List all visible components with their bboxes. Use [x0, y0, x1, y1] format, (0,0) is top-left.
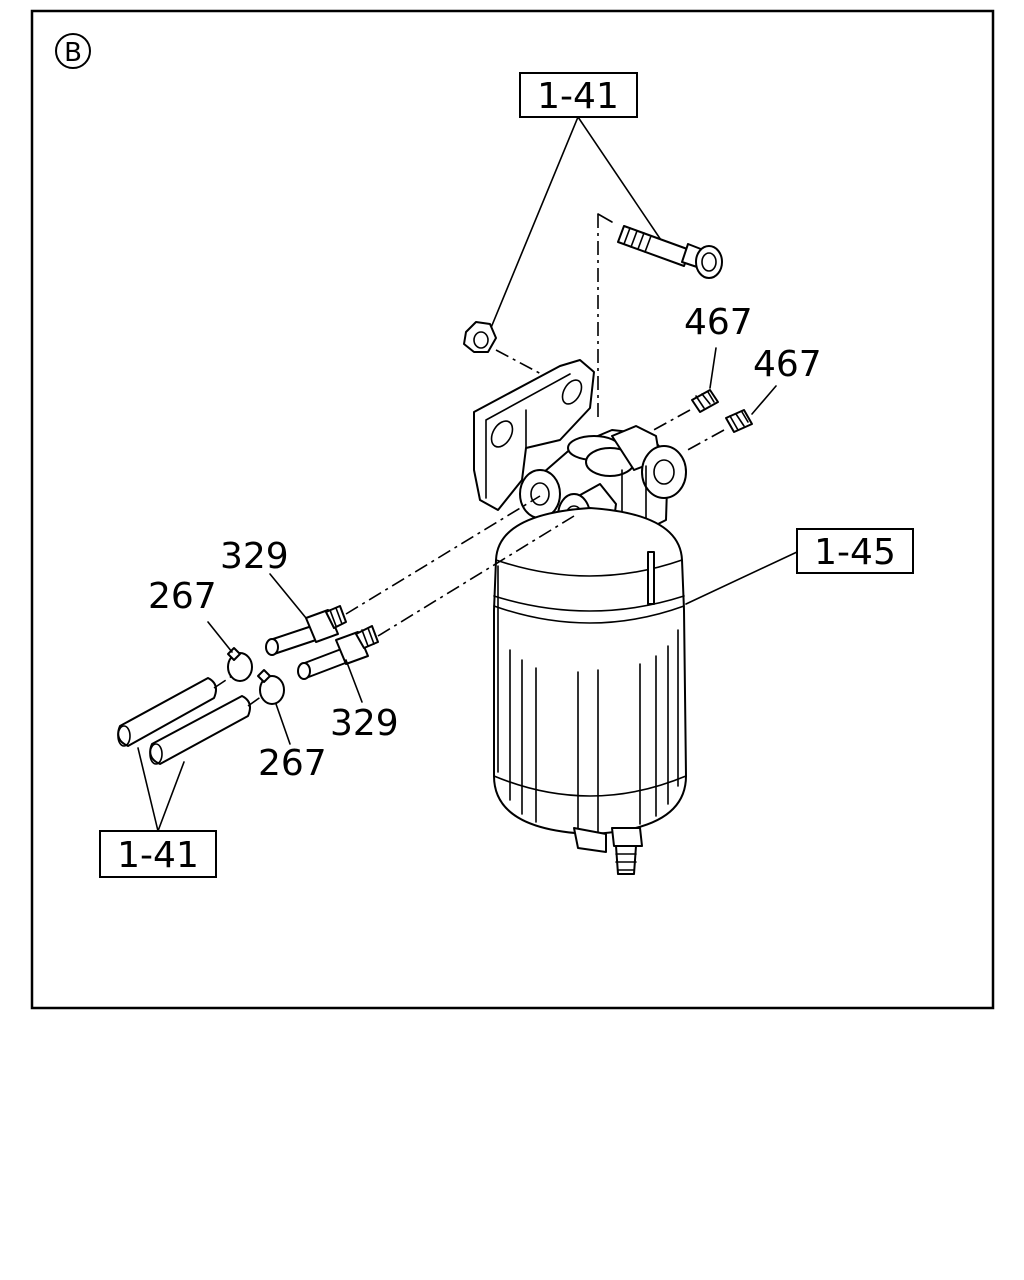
connector-upper-label: 329 — [220, 536, 289, 577]
leader-connector-lower — [345, 659, 363, 703]
plug-upper — [691, 389, 719, 413]
view-marker: B — [55, 33, 91, 69]
clip-upper — [227, 647, 253, 682]
mounting-bolt — [617, 225, 723, 279]
connector-upper — [265, 605, 347, 656]
clip-upper-label: 267 — [148, 576, 217, 617]
ref-filter-label: 1-45 — [814, 532, 896, 573]
leader-connector-upper — [269, 573, 307, 619]
ref-box-top[interactable]: 1-41 — [519, 72, 638, 118]
leader-ref-top — [487, 116, 664, 336]
connector-upper-axis — [345, 495, 541, 615]
connector-lower — [297, 625, 379, 680]
hose-axis-lines — [213, 675, 263, 707]
clip-lower-label: 267 — [258, 743, 327, 784]
diagram-frame — [30, 9, 995, 1010]
leader-plug-upper — [709, 347, 717, 389]
hose-lower — [149, 695, 251, 765]
ref-bottom-label: 1-41 — [117, 835, 199, 876]
leader-ref-bottom — [137, 747, 185, 832]
hose-upper — [117, 677, 217, 747]
plug-upper-label: 467 — [684, 302, 753, 343]
ref-box-filter[interactable]: 1-45 — [796, 528, 914, 574]
ref-box-bottom[interactable]: 1-41 — [99, 830, 217, 878]
mounting-bracket — [473, 359, 595, 511]
connector-lower-label: 329 — [330, 703, 399, 744]
mounting-nut — [463, 321, 497, 353]
clip-lower — [257, 669, 285, 705]
plug-right — [725, 409, 753, 433]
plug-right-label: 467 — [753, 344, 822, 385]
leader-clip-upper — [207, 621, 233, 653]
leader-ref-filter — [685, 551, 798, 605]
plug-axis-lines — [649, 409, 725, 453]
leader-plug-right — [751, 385, 777, 415]
filter-bowl — [493, 507, 687, 875]
connector-lower-axis — [377, 515, 575, 637]
ref-top-label: 1-41 — [537, 76, 619, 117]
view-marker-letter: B — [64, 38, 82, 68]
leader-clip-lower — [275, 703, 291, 745]
